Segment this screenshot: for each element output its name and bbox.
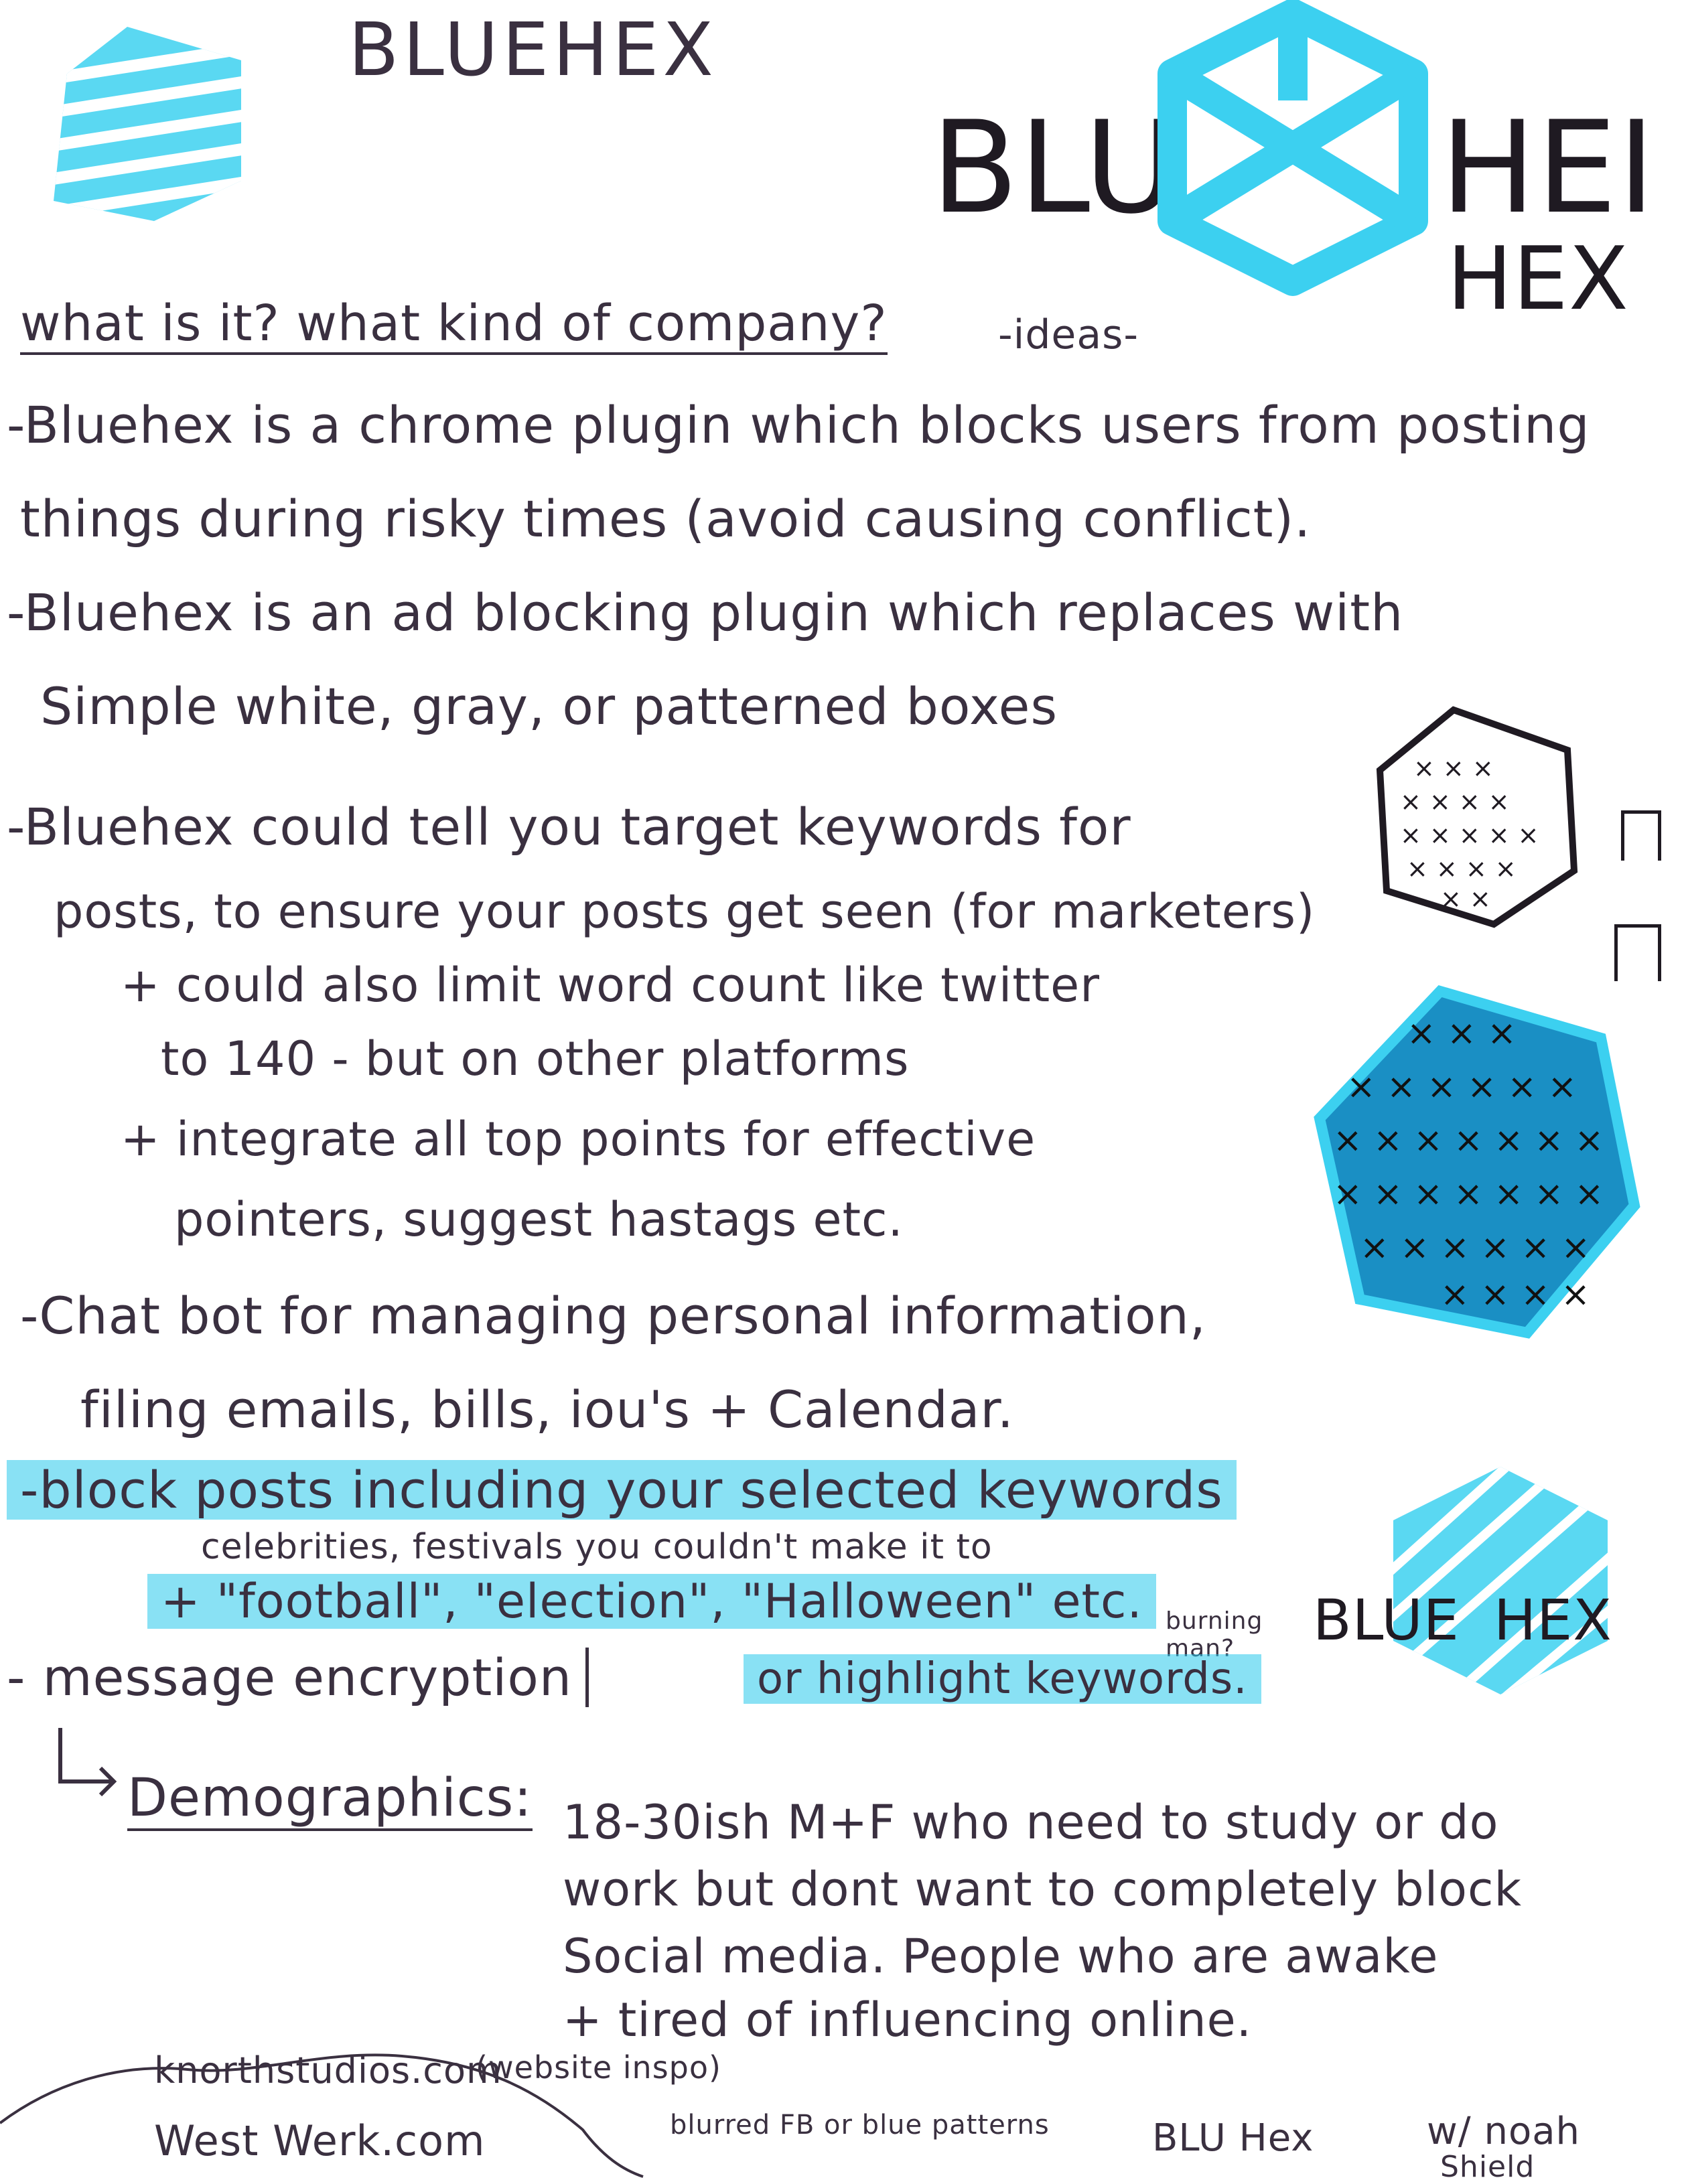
footer-site-1-note: (website inspo) [476,2049,721,2086]
hexagon-striped-icon [54,27,241,221]
svg-text:× × × ×: × × × × [1400,787,1510,816]
svg-text:× × × × × × ×: × × × × × × × [1333,1120,1604,1161]
highlight-line-1: -block posts including your selected key… [7,1460,1237,1520]
logo-text-hei: HEI [1440,94,1656,242]
cube-logo-icon [1157,0,1428,296]
question-text: what is it? what kind of company? [20,295,888,352]
idea-1-line-2: things during risky times (avoid causing… [20,489,1312,549]
demographics-label: Demographics: [127,1768,533,1831]
svg-text:× × × × × ×: × × × × × × [1346,1067,1577,1107]
svg-text:× × ×: × × × [1407,1013,1517,1053]
svg-text:× × × × ×: × × × × × [1400,820,1539,850]
idea-2-line-2: Simple white, gray, or patterned boxes [40,676,1058,736]
idea-1-line-1: -Bluehex is a chrome plugin which blocks… [7,395,1590,455]
highlight-line-3: or highlight keywords. [744,1654,1261,1704]
svg-text:× × × ×: × × × × [1407,854,1517,883]
footer-blurred: blurred FB or blue patterns [670,2110,1050,2140]
footer-blu-hex: BLU Hex [1152,2116,1314,2160]
idea-5-line-1: + integrate all top points for effective [121,1112,1036,1167]
logo-text-hex: HEX [1447,228,1629,330]
logo-text-blu: BLU [931,94,1178,242]
small-title: BLUEHEX [348,7,717,92]
svg-text:× × × × × ×: × × × × × × [1360,1228,1590,1268]
footer-with: w/ noah [1427,2110,1581,2153]
idea-5-line-2: pointers, suggest hastags etc. [174,1192,904,1247]
highlight-line-2: + "football", "election", "Halloween" et… [147,1574,1156,1629]
demographics-line-3: Social media. People who are awake [563,1929,1439,1984]
idea-4-line-2: to 140 - but on other platforms [161,1031,910,1086]
message-encryption: - message encryption [7,1648,589,1707]
svg-text:× ×: × × [1440,884,1491,914]
footer-site-2: West Werk.com [154,2116,486,2165]
svg-text:× × × ×: × × × × [1440,1275,1590,1315]
highlight-above: celebrities, festivals you couldn't make… [201,1527,993,1567]
small-shape-2 [1614,924,1661,981]
logo-text-blue: BLUE [1313,1587,1460,1653]
footer-shield: Shield [1440,2150,1535,2184]
footer-site-1: knorthstudios.com [154,2049,502,2092]
idea-3-line-2: posts, to ensure your posts get seen (fo… [54,884,1316,939]
demographics-line-1: 18-30ish M+F who need to study or do [563,1795,1499,1850]
idea-6-line-2: filing emails, bills, iou's + Calendar. [80,1380,1014,1439]
idea-2-line-1: -Bluehex is an ad blocking plugin which … [7,583,1404,642]
hexagon-cross-icon: × × × × × × × × × × × × × × × × × × [1376,706,1578,928]
demographics-line-4: + tired of influencing online. [563,1992,1252,2047]
small-shape-1 [1621,810,1661,861]
logo-text-hex-bottom: HEX [1494,1587,1612,1653]
idea-4-line-1: + could also limit word count like twitt… [121,958,1101,1013]
idea-6-line-1: -Chat bot for managing personal informat… [20,1286,1206,1345]
question-suffix: -ideas- [998,311,1139,358]
demographics-line-2: work but dont want to completely block [563,1862,1523,1917]
cloud-outline [0,2053,644,2178]
hexagon-logo-icon [1393,1467,1608,1694]
hexagon-filled-cross-icon: × × × × × × × × × × × × × × × × × × × × … [1314,985,1640,1339]
idea-3-line-1: -Bluehex could tell you target keywords … [7,797,1131,857]
arrow-icon [58,1728,117,1797]
svg-text:× × ×: × × × [1413,753,1494,783]
svg-text:× × × × × × ×: × × × × × × × [1333,1174,1604,1214]
question-heading: what is it? what kind of company? [20,295,888,355]
